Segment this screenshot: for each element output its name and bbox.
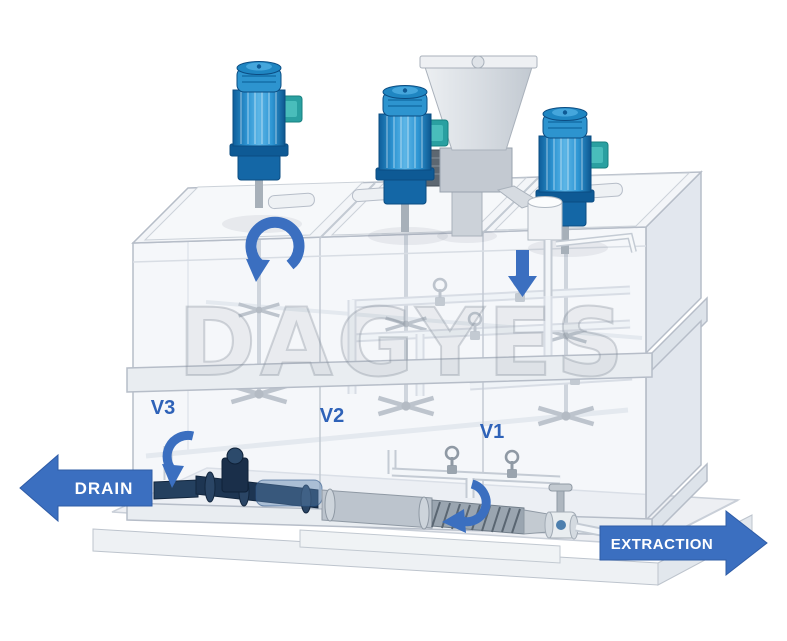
watermark-text: DAGYES <box>178 289 628 398</box>
dosing-down-arrow <box>508 250 537 297</box>
pump-line <box>153 445 621 564</box>
drain-valve-assembly <box>153 447 323 514</box>
pump-inlet-arrow <box>442 479 491 533</box>
label-v1: V1 <box>480 421 504 443</box>
valve-labels: V3 V2 V1 <box>151 397 504 443</box>
recirculation-arrow <box>245 216 305 282</box>
drain-label: DRAIN <box>75 479 134 498</box>
label-v3: V3 <box>151 397 175 419</box>
flow-arrows: DRAIN EXTRACTION <box>19 216 768 577</box>
pump-baseplate <box>299 529 561 564</box>
extraction-block-arrow: EXTRACTION <box>599 509 768 577</box>
wetting-assembly <box>527 196 637 296</box>
wetting-cylinder <box>527 201 563 241</box>
extraction-label: EXTRACTION <box>611 536 714 553</box>
v3-drain-arrow <box>162 430 195 488</box>
discharge-ball-valve <box>544 483 579 540</box>
hopper-cap <box>471 55 485 69</box>
feeder-housing <box>439 147 513 193</box>
label-v2: V2 <box>320 405 344 427</box>
lid-handhole-left <box>267 192 315 210</box>
drain-block-arrow: DRAIN <box>19 453 153 523</box>
